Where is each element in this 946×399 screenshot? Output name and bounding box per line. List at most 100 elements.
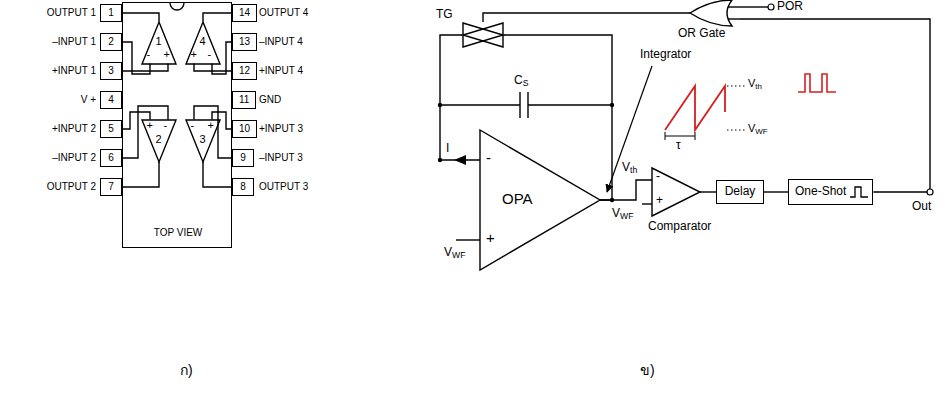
pin-box: 7 [100, 178, 122, 196]
text-main: V [444, 245, 452, 259]
pin-box: 10 [232, 120, 257, 138]
polarity-sign: - [656, 170, 660, 184]
pin-name: OUTPUT 4 [259, 7, 308, 19]
wire [764, 191, 788, 192]
signal-name: VWF [612, 207, 633, 221]
pin-name: –INPUT 1 [52, 36, 96, 48]
pulse-symbol [850, 185, 868, 199]
pin-name: V + [81, 94, 96, 106]
level-label: VWF [748, 122, 768, 135]
level-dots [727, 86, 745, 130]
leader-arrow [607, 66, 652, 192]
text-subscript: WF [620, 211, 633, 221]
junction-dot [438, 103, 614, 202]
opamp-triangle-outline [480, 130, 600, 270]
node-label: 12 [239, 65, 250, 77]
polarity-sign: - [208, 48, 212, 61]
node-label: TOP VIEW [154, 227, 203, 239]
pin-box: 8 [232, 178, 254, 196]
node-label: 1 [155, 35, 161, 48]
pin-name: OUTPUT 2 [47, 181, 96, 193]
wire [122, 13, 159, 22]
polarity-sign: + [486, 229, 495, 246]
polarity-sign: + [656, 194, 663, 208]
wire [203, 162, 232, 188]
panel-label: ก) [180, 362, 193, 378]
process-box: Delay [716, 180, 764, 204]
signal-name: Vth [622, 161, 637, 175]
period-label: τ [676, 139, 681, 153]
level-label: Vth [748, 77, 762, 90]
pin-box: 12 [232, 62, 257, 80]
terminal [768, 4, 774, 10]
pin-box: 6 [100, 149, 122, 167]
opamp-symbol: 2+- [142, 120, 176, 162]
node-label: 2 [155, 133, 161, 146]
node-label: One-Shot [795, 185, 846, 199]
text-main: V [622, 160, 630, 174]
polarity-sign: - [486, 149, 491, 166]
pin-name: –INPUT 2 [52, 152, 96, 164]
wire [212, 112, 232, 129]
text-subscript: th [755, 82, 762, 91]
text-main: V [748, 122, 755, 134]
node-label: 6 [108, 152, 114, 164]
node-label: 5 [108, 123, 114, 135]
node-label: 7 [108, 181, 114, 193]
pin-name: +INPUT 4 [259, 65, 303, 77]
sawtooth-waveform [665, 86, 725, 130]
terminal-label: Out [912, 200, 931, 214]
wire [122, 112, 150, 129]
wire [740, 19, 930, 192]
pin-box: 2 [100, 33, 122, 51]
opamp-symbol: 4+- [186, 22, 220, 64]
node-label: 4 [108, 94, 114, 106]
node-label: 3 [108, 65, 114, 77]
pin-name: OUTPUT 1 [47, 7, 96, 19]
polarity-sign: - [164, 119, 168, 132]
wire [440, 35, 480, 160]
wire [194, 106, 232, 158]
pin-box: 4 [100, 91, 122, 109]
terminal [927, 189, 933, 195]
wire [122, 162, 159, 188]
pin-box: 3 [100, 62, 122, 80]
process-box: One-Shot [788, 179, 873, 205]
comparator-symbol: Comparator-+ [652, 168, 700, 216]
wire [122, 106, 168, 158]
signal-name: POR [777, 0, 803, 14]
or-gate: OR Gate [690, 0, 740, 26]
node-label: 9 [240, 152, 246, 164]
node-label: Delay [725, 185, 756, 199]
node-label: 1 [108, 7, 114, 19]
text-main: C [514, 73, 523, 87]
node-label: TG [436, 8, 453, 22]
pin-name: +INPUT 2 [52, 123, 96, 135]
transmission-gate: TG [462, 22, 504, 48]
wire [122, 64, 168, 72]
pin-box: 11 [232, 91, 256, 109]
polarity-sign: + [208, 119, 214, 132]
opamp-symbol: 1-+ [142, 22, 176, 64]
pin-box: 14 [232, 4, 257, 22]
wire [212, 42, 232, 74]
node-label: 11 [239, 94, 249, 106]
node-label: 8 [240, 181, 246, 193]
text-main: V [612, 206, 620, 220]
node-label: OR Gate [678, 27, 725, 41]
pin-name: +INPUT 1 [52, 65, 96, 77]
node-label: 2 [108, 36, 114, 48]
pin-name: GND [259, 94, 281, 106]
component-label: CS [514, 74, 528, 88]
opamp-symbol: 3-+ [186, 120, 220, 162]
polarity-sign: + [147, 119, 153, 132]
pin-name: OUTPUT 3 [259, 181, 308, 193]
wire [194, 64, 232, 72]
signal-name: VWF [444, 246, 465, 260]
pulse-waveform [798, 74, 836, 92]
signal-name: I [446, 142, 449, 156]
polarity-sign: + [191, 48, 197, 61]
opamp-triangle: OPA-+ [480, 130, 600, 270]
panel-label: ข) [640, 362, 655, 378]
